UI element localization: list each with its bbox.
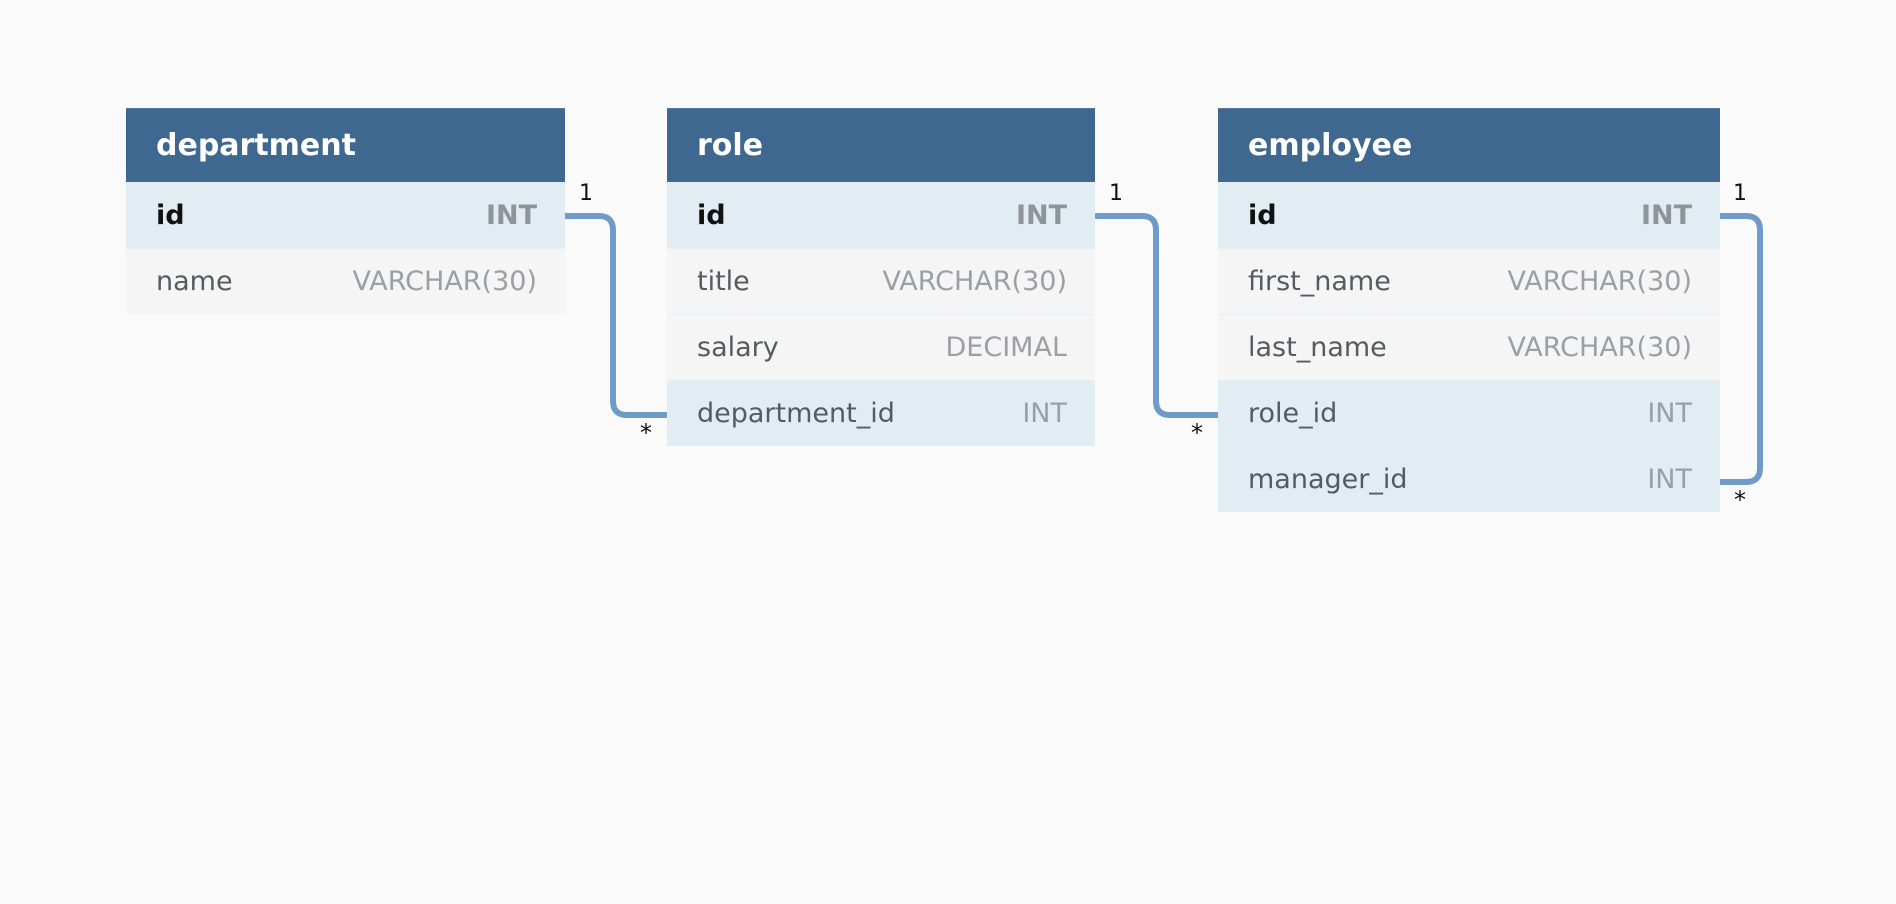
- column-type: INT: [1647, 398, 1692, 429]
- column-row-id[interactable]: id INT: [126, 182, 565, 248]
- cardinality-many-label: *: [1191, 419, 1203, 447]
- column-type: DECIMAL: [945, 332, 1067, 363]
- column-row-manager-id[interactable]: manager_id INT: [1218, 446, 1720, 512]
- table-header-department: department: [126, 108, 565, 182]
- column-name: id: [156, 200, 185, 231]
- cardinality-one-label: 1: [1733, 181, 1747, 206]
- column-name: title: [697, 266, 750, 297]
- relation-line-department-role: [565, 213, 667, 418]
- table-department[interactable]: department id INT name VARCHAR(30): [126, 108, 565, 314]
- column-type: INT: [1022, 398, 1067, 429]
- column-type: INT: [1647, 464, 1692, 495]
- cardinality-many-label: *: [640, 419, 652, 447]
- column-type: VARCHAR(30): [882, 266, 1067, 297]
- cardinality-one-label: 1: [1109, 181, 1123, 206]
- column-row-salary[interactable]: salary DECIMAL: [667, 314, 1095, 380]
- column-row-first-name[interactable]: first_name VARCHAR(30): [1218, 248, 1720, 314]
- column-row-name[interactable]: name VARCHAR(30): [126, 248, 565, 314]
- table-role[interactable]: role id INT title VARCHAR(30) salary DEC…: [667, 108, 1095, 446]
- column-type: VARCHAR(30): [352, 266, 537, 297]
- column-name: last_name: [1248, 332, 1387, 363]
- column-type: INT: [1015, 200, 1067, 231]
- table-employee[interactable]: employee id INT first_name VARCHAR(30) l…: [1218, 108, 1720, 512]
- relation-line-role-employee: [1095, 213, 1218, 418]
- column-name: first_name: [1248, 266, 1391, 297]
- table-header-employee: employee: [1218, 108, 1720, 182]
- relation-line-employee-manager: [1720, 213, 1763, 485]
- column-row-title[interactable]: title VARCHAR(30): [667, 248, 1095, 314]
- column-row-last-name[interactable]: last_name VARCHAR(30): [1218, 314, 1720, 380]
- table-header-role: role: [667, 108, 1095, 182]
- column-type: VARCHAR(30): [1507, 332, 1692, 363]
- column-row-id[interactable]: id INT: [667, 182, 1095, 248]
- column-row-id[interactable]: id INT: [1218, 182, 1720, 248]
- column-row-department-id[interactable]: department_id INT: [667, 380, 1095, 446]
- column-row-role-id[interactable]: role_id INT: [1218, 380, 1720, 446]
- cardinality-many-label: *: [1734, 486, 1746, 514]
- column-name: department_id: [697, 398, 895, 429]
- column-type: VARCHAR(30): [1507, 266, 1692, 297]
- column-name: role_id: [1248, 398, 1338, 429]
- column-name: manager_id: [1248, 464, 1408, 495]
- column-type: INT: [1640, 200, 1692, 231]
- column-type: INT: [485, 200, 537, 231]
- column-name: id: [697, 200, 726, 231]
- column-name: id: [1248, 200, 1277, 231]
- column-name: name: [156, 266, 233, 297]
- column-name: salary: [697, 332, 779, 363]
- cardinality-one-label: 1: [579, 181, 593, 206]
